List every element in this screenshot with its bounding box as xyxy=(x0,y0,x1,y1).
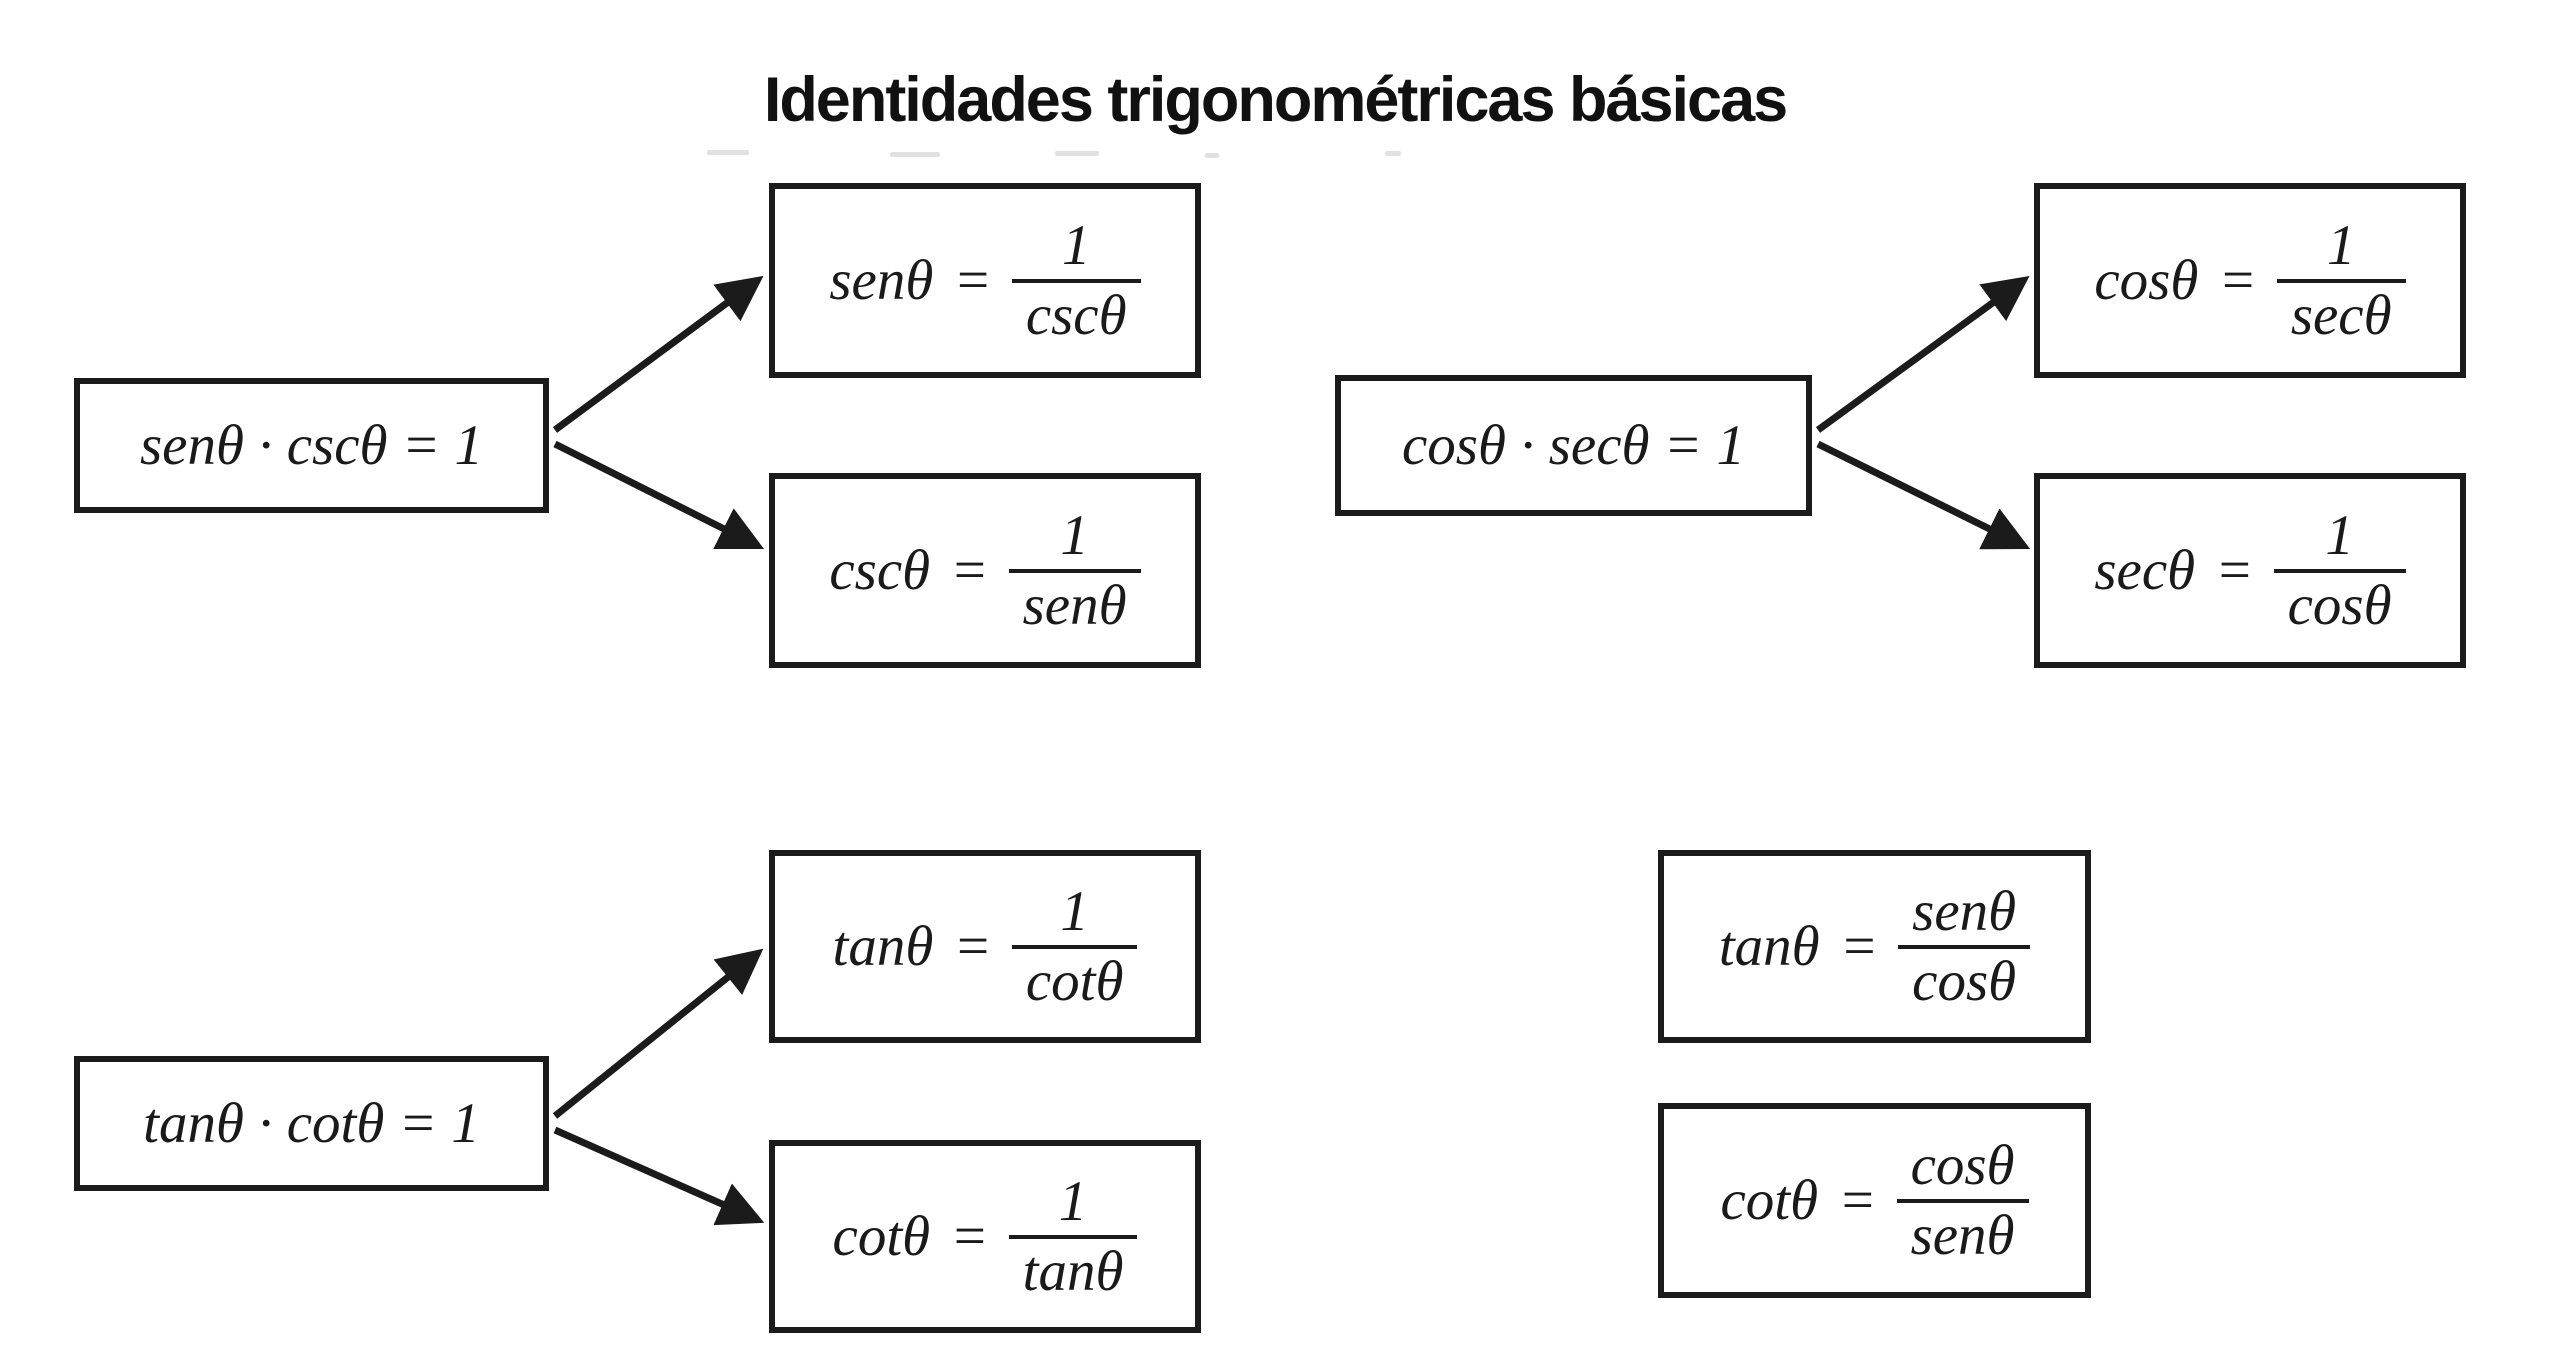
fraction: 1 cotθ xyxy=(1011,881,1138,1013)
fraction-denominator: tanθ xyxy=(1022,1239,1124,1303)
node-sec-reciprocal: secθ = 1 cosθ xyxy=(2034,473,2466,668)
equals-sign: = xyxy=(2218,249,2257,312)
formula-sec-reciprocal: secθ = 1 cosθ xyxy=(2094,505,2406,637)
formula-lhs: cotθ xyxy=(832,1205,931,1268)
fraction-numerator: 1 xyxy=(2273,505,2406,573)
page-title: Identidades trigonométricas básicas xyxy=(763,65,1788,135)
node-cos-reciprocal: cosθ = 1 secθ xyxy=(2034,183,2466,378)
node-cot-reciprocal: cotθ = 1 tanθ xyxy=(769,1140,1201,1333)
node-sen-csc-product: senθ · cscθ = 1 xyxy=(74,378,549,513)
arrow-tan-product-to-tan xyxy=(552,948,764,1119)
formula-lhs: tanθ xyxy=(1718,915,1820,978)
fraction-denominator: senθ xyxy=(1022,573,1127,637)
node-tan-reciprocal: tanθ = 1 cotθ xyxy=(769,850,1201,1043)
fraction: 1 cscθ xyxy=(1011,215,1141,347)
fraction: 1 tanθ xyxy=(1008,1171,1138,1303)
node-tan-cot-product: tanθ · cotθ = 1 xyxy=(74,1056,549,1191)
formula-sen-reciprocal: senθ = 1 cscθ xyxy=(829,215,1141,347)
fraction: senθ cosθ xyxy=(1898,881,2031,1013)
formula-lhs: secθ xyxy=(2094,539,2196,602)
formula-cos-reciprocal: cosθ = 1 secθ xyxy=(2094,215,2406,347)
node-cos-sec-product: cosθ · secθ = 1 xyxy=(1335,375,1812,516)
node-cot-quotient: cotθ = cosθ senθ xyxy=(1658,1103,2091,1298)
formula-lhs: cscθ xyxy=(829,539,931,602)
equals-sign: = xyxy=(950,1205,989,1268)
smudge-artifact xyxy=(1205,153,1219,158)
formula-lhs: tanθ xyxy=(832,915,934,978)
fraction-numerator: 1 xyxy=(1011,881,1138,949)
formula-cot-quotient: cotθ = cosθ senθ xyxy=(1720,1135,2029,1267)
fraction-numerator: cosθ xyxy=(1896,1135,2029,1203)
fraction-denominator: senθ xyxy=(1910,1203,2015,1267)
fraction-denominator: cosθ xyxy=(2287,573,2392,637)
fraction-denominator: secθ xyxy=(2290,283,2392,347)
arrow-sen-product-to-csc xyxy=(553,440,765,550)
smudge-artifact xyxy=(707,150,749,155)
formula-csc-reciprocal: cscθ = 1 senθ xyxy=(829,505,1141,637)
node-tan-quotient: tanθ = senθ cosθ xyxy=(1658,850,2091,1043)
fraction-numerator: 1 xyxy=(1008,505,1141,573)
smudge-artifact xyxy=(1055,151,1099,156)
smudge-artifact xyxy=(1385,151,1401,156)
equals-sign: = xyxy=(950,539,989,602)
node-csc-reciprocal: cscθ = 1 senθ xyxy=(769,473,1201,668)
fraction: cosθ senθ xyxy=(1896,1135,2029,1267)
fraction-denominator: cotθ xyxy=(1025,949,1124,1013)
equals-sign: = xyxy=(2215,539,2254,602)
formula-lhs: cosθ xyxy=(2094,249,2199,312)
fraction-numerator: 1 xyxy=(2276,215,2406,283)
fraction-numerator: senθ xyxy=(1898,881,2031,949)
formula-tan-quotient: tanθ = senθ cosθ xyxy=(1718,881,2031,1013)
fraction-denominator: cosθ xyxy=(1912,949,2017,1013)
formula-tan-cot-product: tanθ · cotθ = 1 xyxy=(143,1092,480,1155)
arrow-cos-product-to-cos xyxy=(1815,275,2030,433)
fraction-denominator: cscθ xyxy=(1025,283,1127,347)
node-sen-reciprocal: senθ = 1 cscθ xyxy=(769,183,1201,378)
formula-lhs: senθ xyxy=(829,249,934,312)
smudge-artifact xyxy=(890,152,940,157)
formula-tan-reciprocal: tanθ = 1 cotθ xyxy=(833,881,1138,1012)
equals-sign: = xyxy=(1838,1169,1877,1232)
formula-sen-csc-product: senθ · cscθ = 1 xyxy=(140,414,483,477)
formula-lhs: cotθ xyxy=(1720,1169,1819,1232)
formula-cos-sec-product: cosθ · secθ = 1 xyxy=(1402,414,1745,477)
equals-sign: = xyxy=(953,249,992,312)
fraction-numerator: 1 xyxy=(1008,1171,1138,1239)
arrow-tan-product-to-cot xyxy=(553,1126,765,1226)
equals-sign: = xyxy=(953,915,992,978)
arrow-sen-product-to-sen xyxy=(552,275,764,433)
fraction: 1 cosθ xyxy=(2273,505,2406,637)
formula-cot-reciprocal: cotθ = 1 tanθ xyxy=(833,1171,1138,1302)
fraction-numerator: 1 xyxy=(1011,215,1141,283)
fraction: 1 secθ xyxy=(2276,215,2406,347)
equals-sign: = xyxy=(1839,915,1879,978)
arrow-cos-product-to-sec xyxy=(1816,440,2031,550)
fraction: 1 senθ xyxy=(1008,505,1141,637)
